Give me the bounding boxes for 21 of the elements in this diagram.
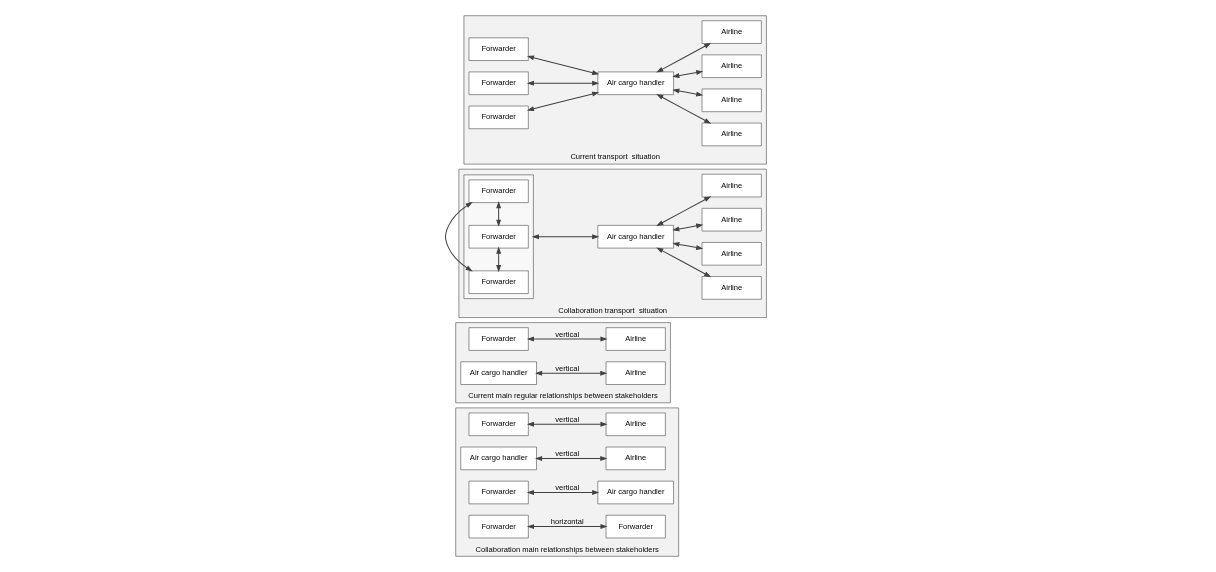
arrow	[526, 91, 599, 112]
arrow	[526, 55, 599, 75]
arrow	[655, 196, 711, 226]
arrow	[526, 421, 607, 427]
arrow	[526, 524, 608, 530]
arrow	[531, 234, 599, 240]
arrow	[655, 247, 711, 278]
arrow	[671, 70, 703, 78]
arrow	[655, 42, 711, 73]
arrow	[526, 490, 599, 495]
arrow	[671, 223, 703, 232]
arrow	[444, 201, 473, 272]
arrow	[495, 201, 501, 227]
arrow	[671, 88, 703, 97]
arrow	[534, 455, 607, 461]
arrow	[526, 336, 607, 342]
arrow	[671, 242, 703, 250]
arrow	[534, 370, 607, 376]
arrow	[495, 246, 501, 273]
arrow	[655, 94, 711, 124]
arrow	[526, 80, 599, 86]
